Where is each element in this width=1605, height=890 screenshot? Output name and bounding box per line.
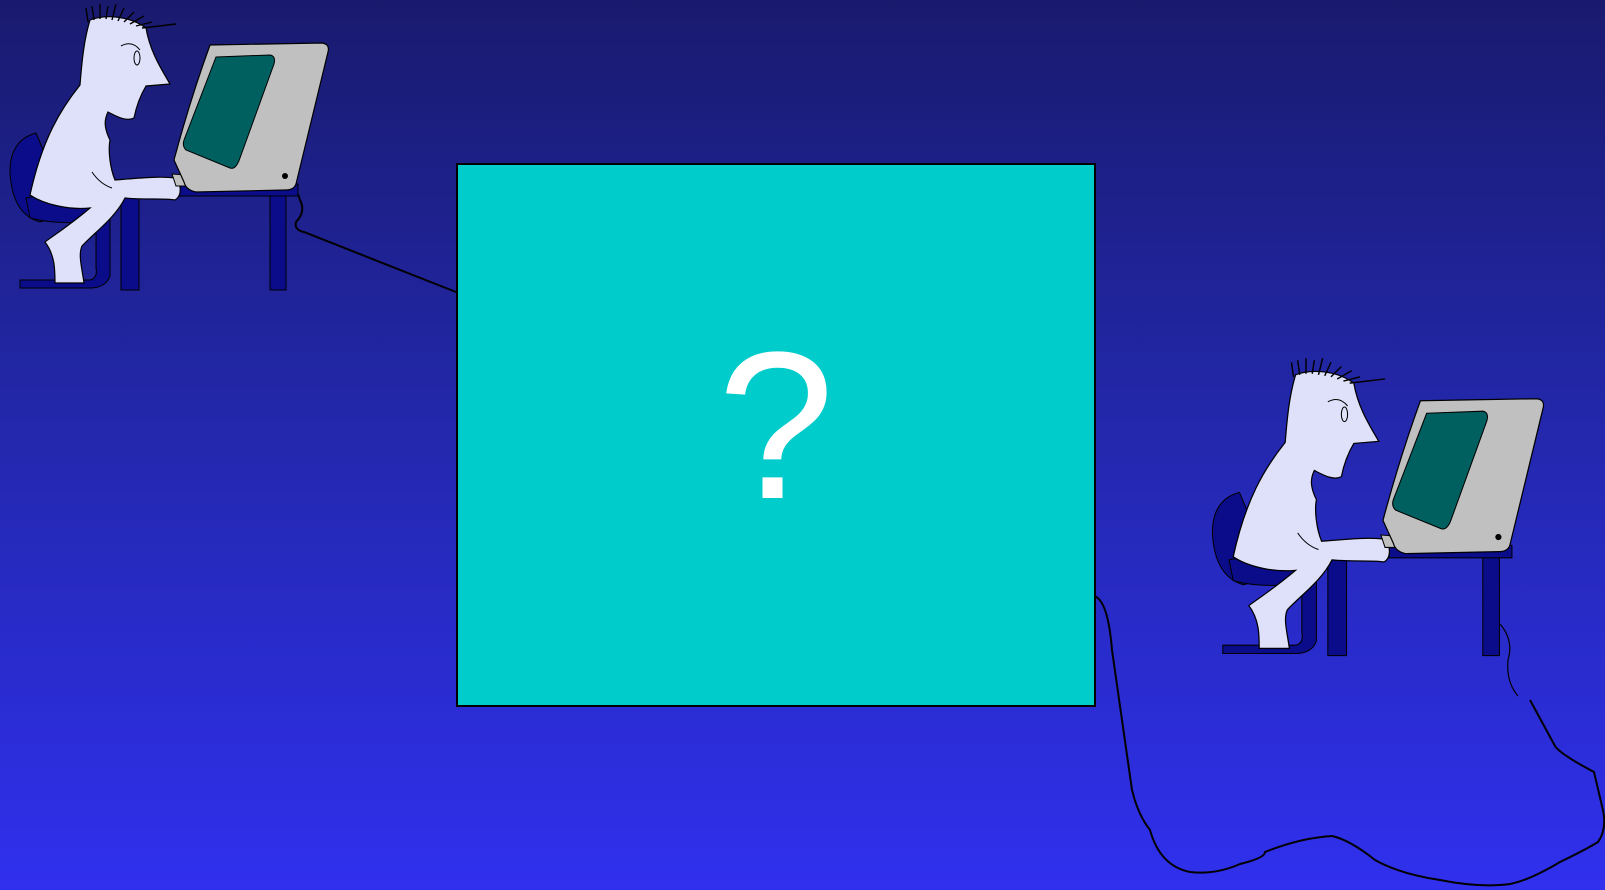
right-monitor-cord (1500, 624, 1518, 696)
right-person-at-computer-icon (1212, 358, 1543, 655)
left-person-at-computer-icon (10, 4, 328, 290)
unknown-network-box: ? (456, 163, 1096, 707)
question-mark: ? (718, 321, 835, 531)
left-network-cable (285, 178, 456, 292)
right-network-cable (1094, 596, 1604, 885)
